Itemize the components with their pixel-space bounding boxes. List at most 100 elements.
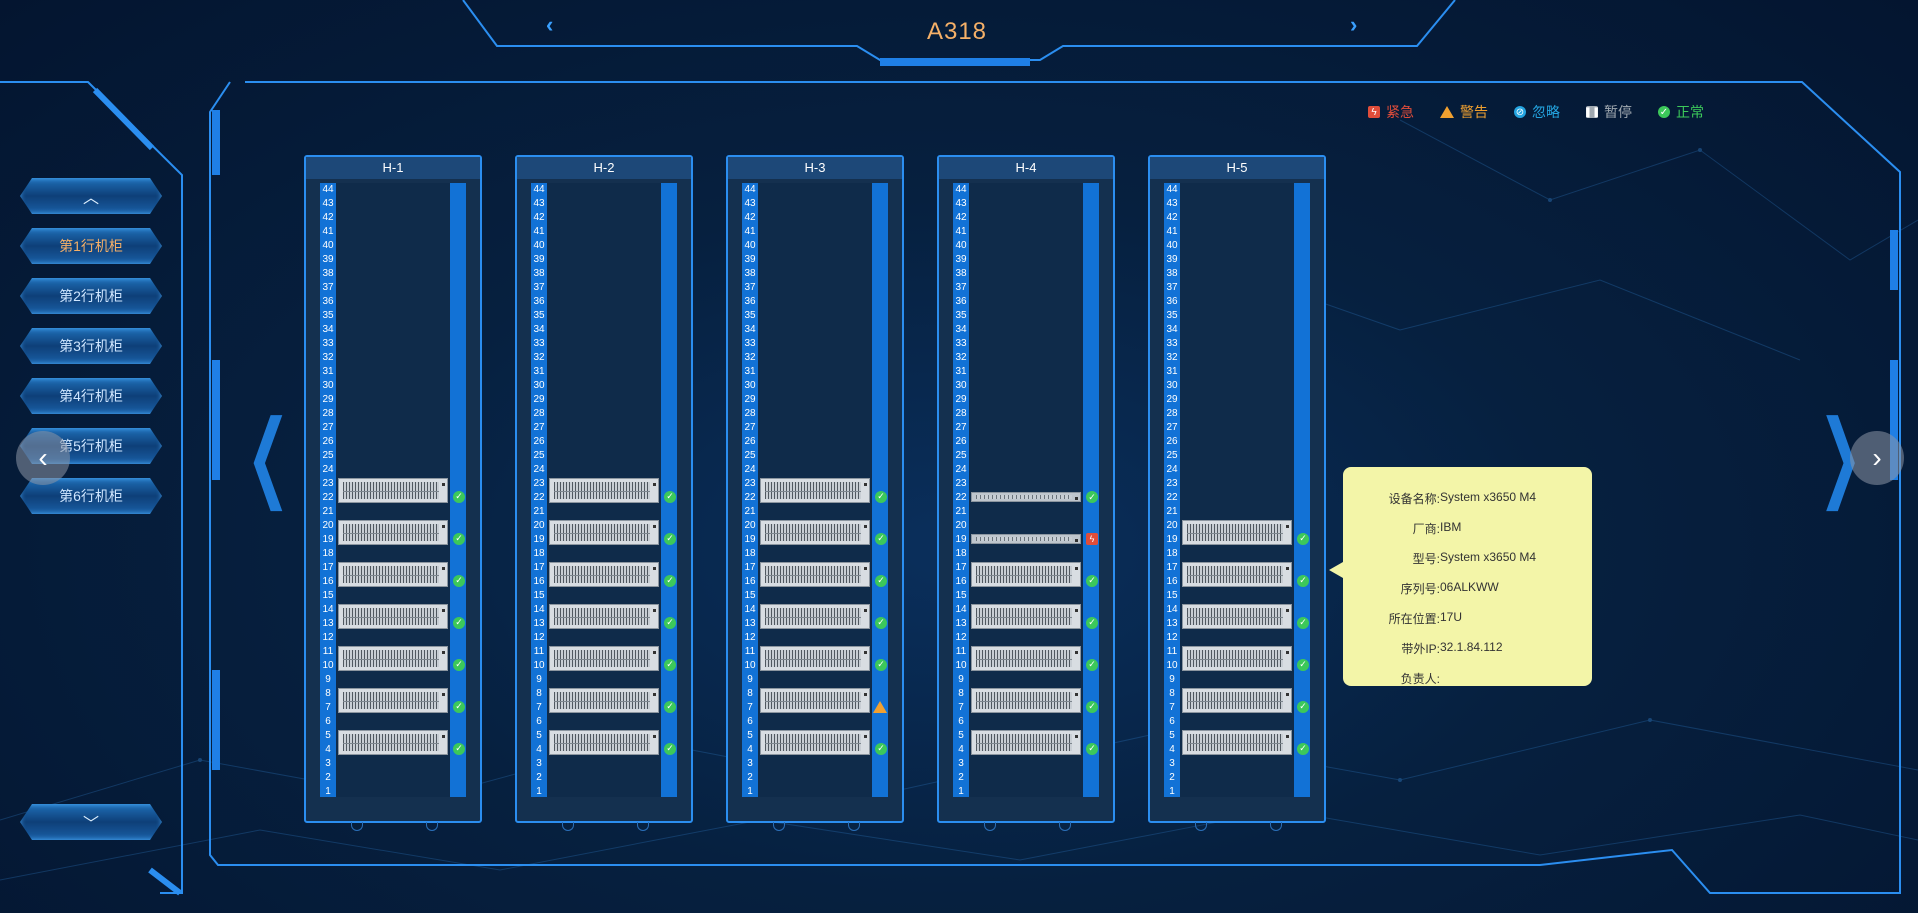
- unit-number: 39: [1166, 254, 1178, 265]
- server-device[interactable]: [760, 478, 870, 503]
- server-device[interactable]: [760, 730, 870, 755]
- unit-number: 19: [322, 534, 334, 545]
- ok-icon[interactable]: ✓: [453, 574, 465, 587]
- unit-number: 17: [1166, 562, 1178, 573]
- server-device[interactable]: [971, 688, 1081, 713]
- server-device[interactable]: [1182, 688, 1292, 713]
- server-device[interactable]: [1182, 562, 1292, 587]
- server-device[interactable]: [1182, 520, 1292, 545]
- ok-icon[interactable]: ✓: [664, 742, 676, 755]
- ok-icon[interactable]: ✓: [875, 742, 887, 755]
- server-device[interactable]: [338, 646, 448, 671]
- server-device[interactable]: [760, 604, 870, 629]
- ok-icon[interactable]: ✓: [875, 574, 887, 587]
- ok-icon[interactable]: ✓: [1297, 700, 1309, 713]
- sidebar-item-row-3[interactable]: 第3行机柜: [20, 328, 162, 364]
- sidebar-scroll-up-button[interactable]: ︿: [20, 178, 162, 214]
- ok-icon[interactable]: ✓: [453, 532, 465, 545]
- server-device[interactable]: [549, 520, 659, 545]
- server-device[interactable]: [1182, 646, 1292, 671]
- ok-icon[interactable]: ✓: [875, 616, 887, 629]
- ok-icon[interactable]: ✓: [875, 490, 887, 503]
- unit-number: 32: [955, 352, 967, 363]
- ok-icon[interactable]: ✓: [1086, 700, 1098, 713]
- page-prev-button[interactable]: ‹: [16, 431, 70, 485]
- ok-icon[interactable]: ✓: [664, 532, 676, 545]
- ok-icon[interactable]: ✓: [875, 658, 887, 671]
- ok-icon[interactable]: ✓: [664, 616, 676, 629]
- legend-urgent[interactable]: ϟ 紧急: [1368, 102, 1414, 122]
- ok-icon[interactable]: ✓: [875, 532, 887, 545]
- next-room-button[interactable]: ›: [1350, 12, 1358, 37]
- server-device[interactable]: [971, 562, 1081, 587]
- server-device[interactable]: [1182, 604, 1292, 629]
- ok-icon[interactable]: ✓: [664, 700, 676, 713]
- sidebar-item-row-4[interactable]: 第4行机柜: [20, 378, 162, 414]
- sidebar-item-row-2[interactable]: 第2行机柜: [20, 278, 162, 314]
- ok-icon[interactable]: ✓: [1297, 574, 1309, 587]
- unit-number: 19: [744, 534, 756, 545]
- server-device[interactable]: [549, 688, 659, 713]
- legend-warning[interactable]: 警告: [1440, 102, 1488, 122]
- legend-ignore[interactable]: ⊘ 忽略: [1514, 102, 1560, 122]
- legend-pause[interactable]: ❚❚ 暂停: [1584, 102, 1632, 122]
- ok-icon[interactable]: ✓: [453, 742, 465, 755]
- server-device[interactable]: [549, 730, 659, 755]
- tooltip-row-vendor: 厂商:IBM: [1343, 520, 1592, 537]
- ok-icon[interactable]: ✓: [453, 658, 465, 671]
- server-device[interactable]: [971, 730, 1081, 755]
- server-device[interactable]: [338, 520, 448, 545]
- sidebar-scroll-down-button[interactable]: ﹀: [20, 804, 162, 840]
- ok-icon[interactable]: ✓: [453, 490, 465, 503]
- server-device[interactable]: [1182, 730, 1292, 755]
- unit-number: 20: [1166, 520, 1178, 531]
- page-next-button[interactable]: ›: [1850, 431, 1904, 485]
- server-device[interactable]: [971, 492, 1081, 502]
- server-device[interactable]: [760, 562, 870, 587]
- server-device[interactable]: [338, 478, 448, 503]
- ok-icon[interactable]: ✓: [664, 658, 676, 671]
- ok-icon[interactable]: ✓: [453, 700, 465, 713]
- server-device[interactable]: [760, 520, 870, 545]
- sidebar-item-row-1[interactable]: 第1行机柜: [20, 228, 162, 264]
- warning-icon[interactable]: [873, 700, 887, 713]
- server-device[interactable]: [549, 604, 659, 629]
- ok-icon[interactable]: ✓: [1086, 658, 1098, 671]
- server-device[interactable]: [549, 562, 659, 587]
- ok-icon[interactable]: ✓: [664, 490, 676, 503]
- urgent-icon[interactable]: ϟ: [1086, 533, 1098, 545]
- server-device[interactable]: [971, 534, 1081, 544]
- ok-icon[interactable]: ✓: [1297, 742, 1309, 755]
- prev-room-button[interactable]: ‹: [546, 12, 554, 37]
- server-device[interactable]: [338, 730, 448, 755]
- ok-icon[interactable]: ✓: [1297, 658, 1309, 671]
- server-device[interactable]: [971, 646, 1081, 671]
- ok-icon[interactable]: ✓: [1086, 742, 1098, 755]
- unit-number: 6: [325, 716, 331, 727]
- ok-icon[interactable]: ✓: [1086, 616, 1098, 629]
- server-device[interactable]: [760, 688, 870, 713]
- server-device[interactable]: [338, 688, 448, 713]
- legend-ok[interactable]: ✓ 正常: [1658, 102, 1704, 122]
- server-device[interactable]: [338, 562, 448, 587]
- ok-icon[interactable]: ✓: [1086, 574, 1098, 587]
- ok-icon[interactable]: ✓: [1086, 491, 1098, 503]
- server-led: [1286, 567, 1289, 570]
- ok-icon[interactable]: ✓: [1297, 616, 1309, 629]
- server-device[interactable]: [549, 478, 659, 503]
- unit-number: 25: [744, 450, 756, 461]
- server-grill-divider: [976, 658, 1072, 660]
- ok-icon[interactable]: ✓: [664, 574, 676, 587]
- server-device[interactable]: [549, 646, 659, 671]
- ok-icon[interactable]: ✓: [1297, 532, 1309, 545]
- racks-prev-arrow[interactable]: ❮: [246, 402, 291, 509]
- server-device[interactable]: [760, 646, 870, 671]
- ok-icon[interactable]: ✓: [453, 616, 465, 629]
- server-device[interactable]: [338, 604, 448, 629]
- server-device[interactable]: [971, 604, 1081, 629]
